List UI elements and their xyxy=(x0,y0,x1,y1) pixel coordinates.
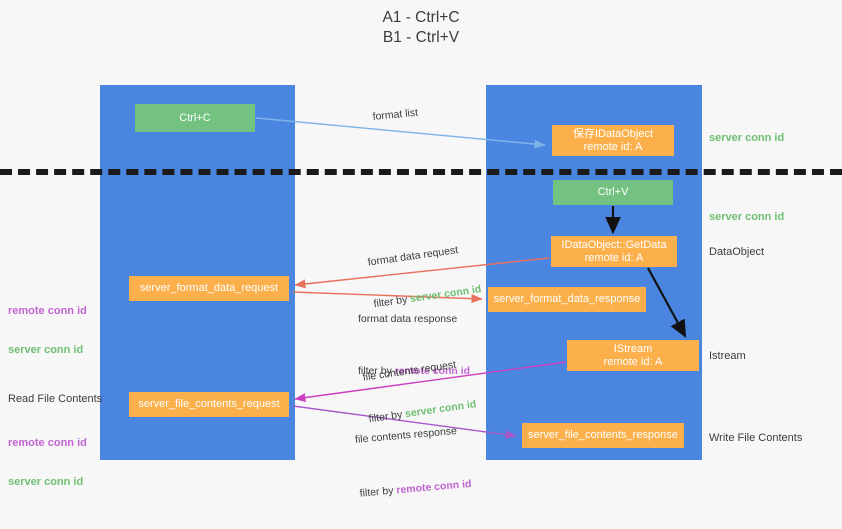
node-server-format-data-response[interactable]: server_format_data_response xyxy=(488,287,646,312)
diagram-canvas: A1 - Ctrl+C B1 - Ctrl+V A1 remote B1 con… xyxy=(0,9,842,500)
left-label-conn-ids-2: remote conn id server conn id xyxy=(8,411,87,515)
clipboard-boundary-divider xyxy=(0,169,842,175)
left-label-remote-conn-id-1: remote conn id xyxy=(8,305,87,317)
fdres-filter-prefix: filter by xyxy=(358,365,395,377)
edge-label-fcres-filter: filter by remote conn id xyxy=(359,477,472,501)
edge-label-format-data-response: format data response filter by remote co… xyxy=(358,284,470,406)
edge-label-fcres-title: file contents response xyxy=(354,424,458,446)
left-label-conn-ids-1: remote conn id server conn id xyxy=(8,279,87,383)
left-label-server-conn-id-2: server conn id xyxy=(8,476,84,488)
edge-label-fcreq-title: file contents request xyxy=(362,358,457,384)
left-label-read-file-contents: Read File Contents xyxy=(8,393,103,405)
node-set-clipboard-dataobject[interactable]: 保存IDataObject remote id: A xyxy=(552,125,674,156)
edge-label-fdres-filter: filter by remote conn id xyxy=(358,364,470,378)
fcres-filter-prefix: filter by xyxy=(359,484,397,500)
left-label-remote-conn-id-2: remote conn id xyxy=(8,437,87,449)
fdres-filter-value: remote conn id xyxy=(394,365,471,377)
side-label-write-file-contents: Write File Contents xyxy=(709,432,803,444)
edge-label-fdres-title: format data response xyxy=(358,313,458,325)
node-ctrl-c[interactable]: Ctrl+C xyxy=(135,104,255,132)
fcres-filter-value: remote conn id xyxy=(395,477,472,497)
left-label-server-conn-id-1: server conn id xyxy=(8,344,84,356)
page-title: A1 - Ctrl+C B1 - Ctrl+V xyxy=(382,9,460,46)
side-label-istream: Istream xyxy=(709,350,746,362)
node-server-file-contents-response[interactable]: server_file_contents_response xyxy=(522,423,684,448)
side-label-server-conn-id-top: server conn id xyxy=(709,132,785,144)
node-server-file-contents-request[interactable]: server_file_contents_request xyxy=(129,392,289,417)
edge-label-fdreq-title: format data request xyxy=(367,244,459,269)
node-istream[interactable]: IStream remote id: A xyxy=(567,340,699,371)
side-label-dataobject: DataObject xyxy=(709,246,765,258)
edge-label-file-contents-response: file contents response filter by remote … xyxy=(352,395,474,528)
node-server-format-data-request[interactable]: server_format_data_request xyxy=(129,276,289,301)
node-idataobject-getdata[interactable]: IDataObject::GetData remote id: A xyxy=(551,236,677,267)
side-label-server-conn-id-mid: server conn id xyxy=(709,211,785,223)
node-ctrl-v[interactable]: Ctrl+V xyxy=(553,180,673,205)
edge-label-format-list: format list xyxy=(372,106,419,123)
